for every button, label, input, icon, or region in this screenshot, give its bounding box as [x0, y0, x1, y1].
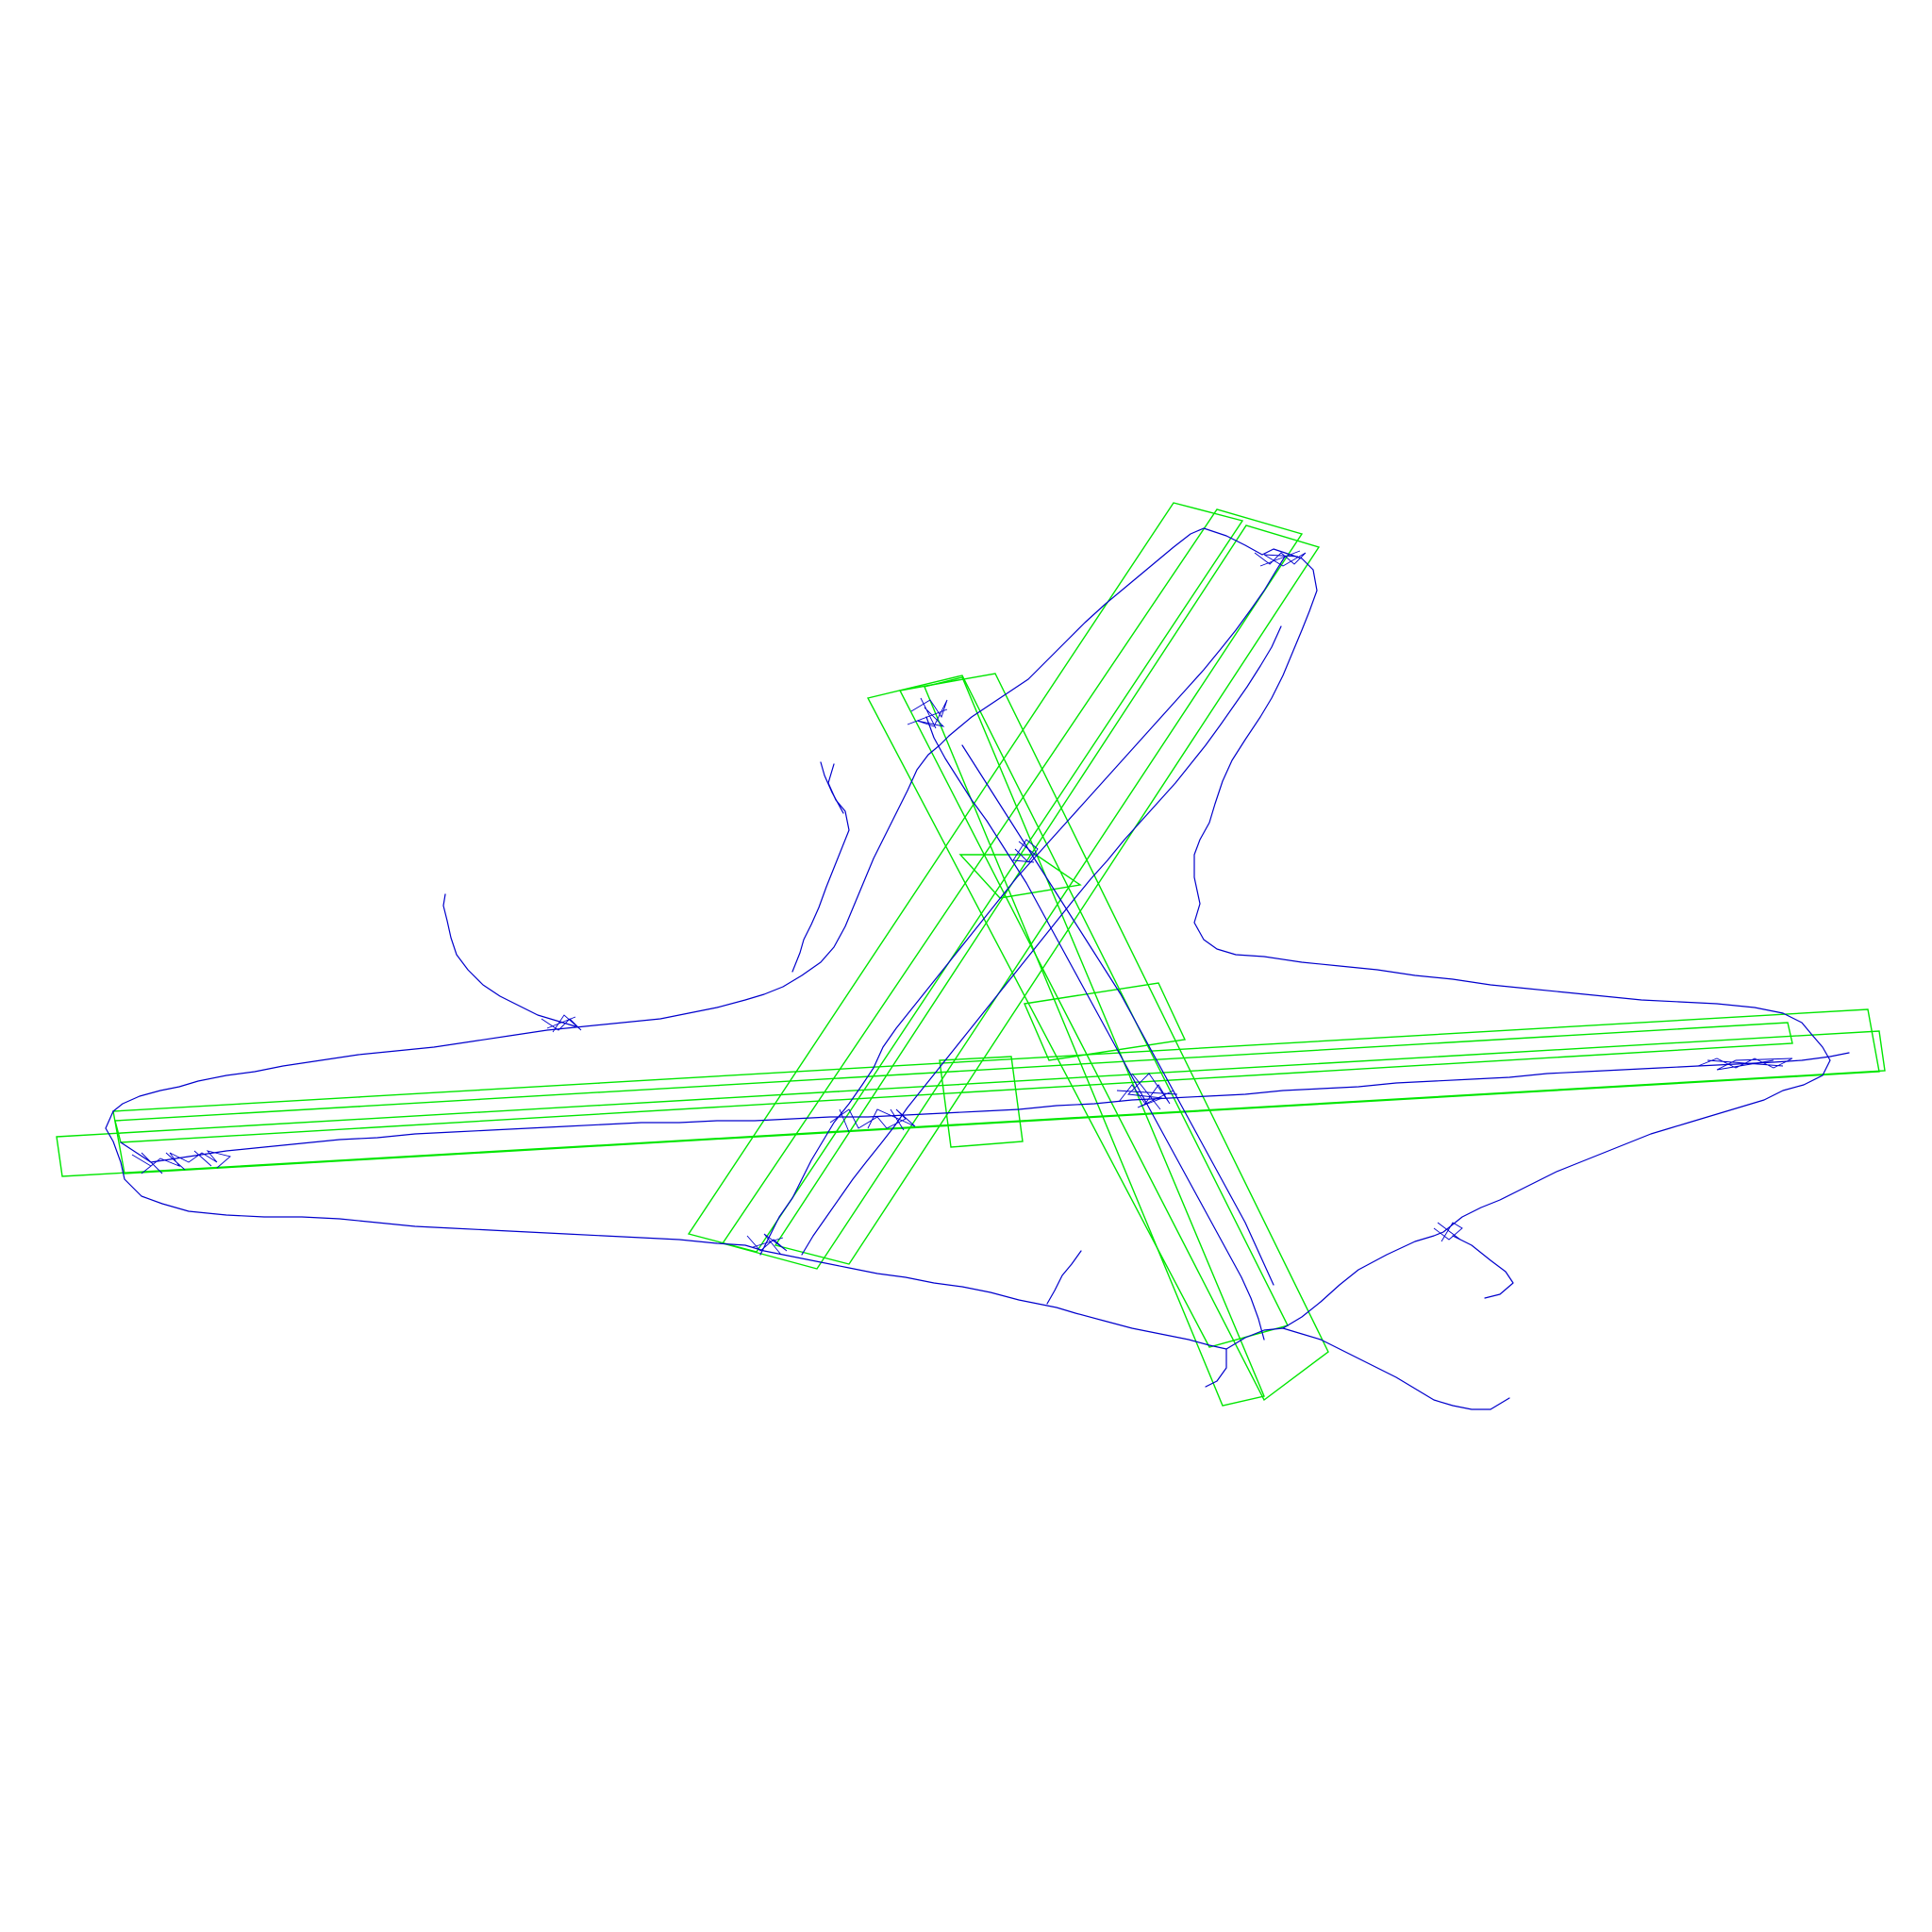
region-strip-horizontal-inner [114, 1022, 1793, 1143]
region-small-center-3 [1023, 982, 1187, 1061]
mesh-cluster-right [1697, 1058, 1793, 1071]
mesh-cluster-mid-diagonal [1012, 839, 1039, 863]
trajectory-spur-bottom [1205, 1348, 1227, 1388]
region-small-center-2 [958, 854, 1082, 899]
trajectory-spur-lower-center [1046, 1250, 1082, 1305]
trajectory-graph [105, 527, 1850, 1410]
region-outlines [56, 502, 1886, 1407]
region-strip-horizontal-outer [56, 1030, 1886, 1177]
mesh-cluster-center [1116, 1073, 1178, 1110]
mesh-cluster-left [131, 1150, 231, 1174]
region-strip-diagonal-ne-1 [687, 502, 1244, 1253]
trajectory-spur-lower-right [1452, 1235, 1514, 1299]
trajectory-diagonal-ne-b [801, 625, 1282, 1256]
region-strip-diagonal-ne-2 [721, 508, 1304, 1270]
mesh-cluster-top [907, 697, 948, 729]
trajectory-spiral-left [442, 893, 576, 1027]
region-strip-diagonal-ne-3 [774, 525, 1321, 1265]
trajectory-diagonal-se-b [961, 744, 1274, 1286]
trajectory-inner-lane [120, 1052, 1850, 1163]
trajectory-lower-outer [105, 1110, 1510, 1410]
region-strip-diagonal-se-3 [924, 676, 1265, 1407]
trajectory-upper-arm [948, 527, 1831, 1329]
region-small-center-1 [939, 1056, 1024, 1148]
mesh-cluster-lower-right [1433, 1222, 1463, 1242]
trajectory-spur-top-left [820, 761, 844, 814]
mesh-cluster-upper-right [1254, 550, 1307, 567]
trajectory-diagonal-ne-a [759, 556, 1286, 1256]
trajectory-diagonal-se-a [925, 716, 1265, 1341]
trajectory-branch-upper [791, 763, 850, 973]
mesh-cluster-lower-left [746, 1233, 788, 1256]
mesh-cluster-center-left [829, 1108, 916, 1133]
mesh-cluster-spiral [541, 1014, 582, 1033]
trajectory-upper-left [112, 735, 950, 1112]
mesh-clusters [131, 550, 1793, 1256]
